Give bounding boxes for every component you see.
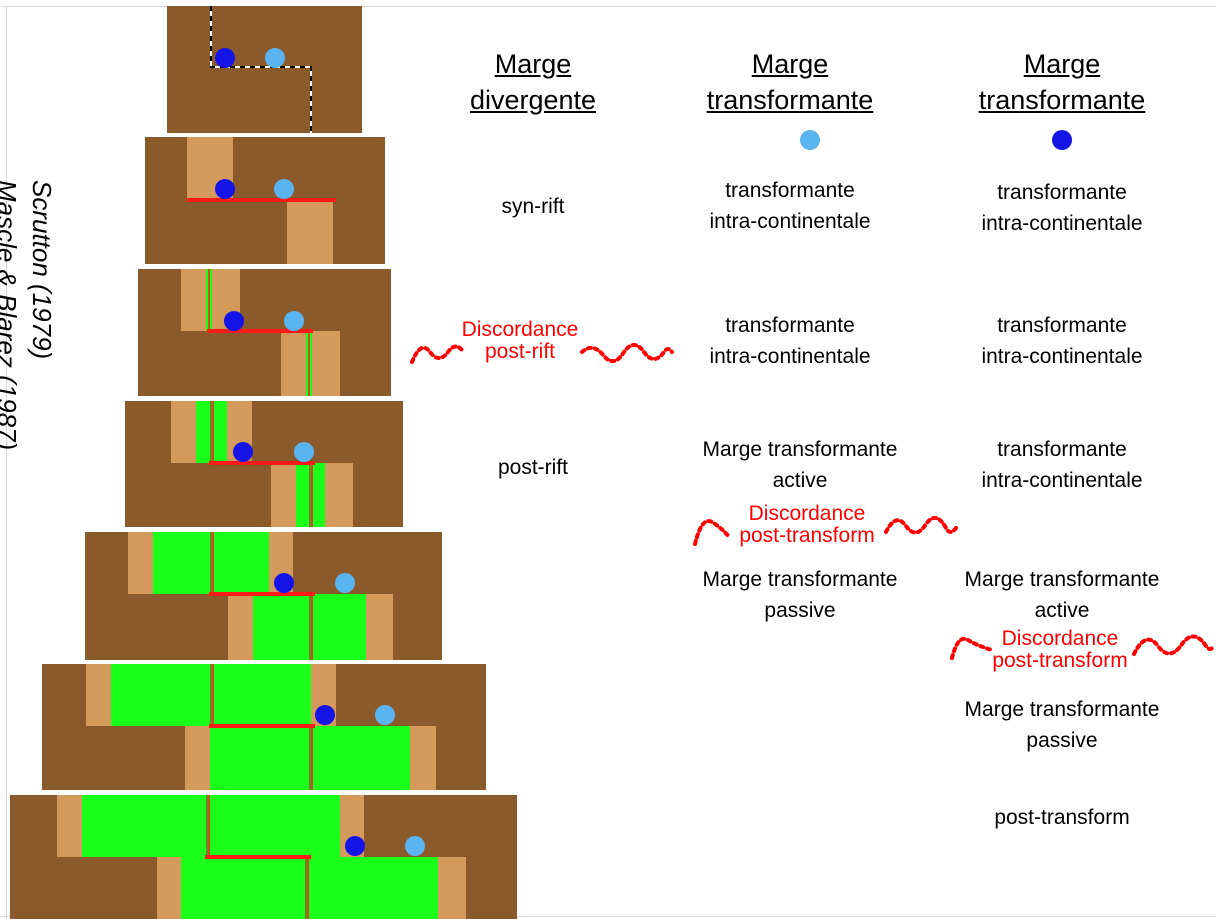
discordance-post-transform-wave-1 — [693, 516, 958, 546]
col2-stage4-line1: Marge transformante — [702, 568, 898, 591]
col3-stage4-line2: active — [1034, 599, 1090, 622]
col3-stage1-line1: transformante — [997, 181, 1127, 204]
discordance-post-rift-line2: post-rift — [484, 340, 555, 363]
col3-discordance-line2: post-transform — [992, 649, 1128, 672]
col3-discordance-post-transform: Discordance post-transform — [970, 628, 1150, 672]
col3-discordance-line1: Discordance — [1001, 627, 1119, 650]
col3-stage3-label: transformante intra-continentale — [952, 434, 1172, 496]
col2-stage4-line2: passive — [764, 599, 836, 622]
dark-blue-dot-stage-7 — [345, 836, 365, 856]
stage-2-block — [145, 137, 385, 264]
col2-stage2-line1: transformante — [725, 314, 855, 337]
col3-stage6-label: post-transform — [994, 806, 1130, 829]
light-blue-dot-stage-5 — [335, 573, 355, 593]
col3-stage2-line2: intra-continentale — [981, 345, 1143, 368]
header-light-blue-dot — [800, 130, 820, 150]
header-col2-line1: Marge — [751, 49, 829, 79]
light-blue-dot-stage-3 — [284, 311, 304, 331]
col3-stage5-label: Marge transformante passive — [942, 694, 1182, 756]
stage-5-block — [85, 532, 442, 660]
discordance-post-rift-line1: Discordance — [461, 318, 579, 341]
label-discordance-post-rift: Discordance post-rift — [440, 319, 600, 363]
light-blue-dot-stage-2 — [274, 179, 294, 199]
col3-stage1-label: transformante intra-continentale — [952, 177, 1172, 239]
stage-4-block — [125, 401, 403, 527]
col3-stage2-label: transformante intra-continentale — [952, 310, 1172, 372]
light-blue-dot-stage-1 — [265, 48, 285, 68]
light-blue-dot-stage-7 — [405, 836, 425, 856]
col2-stage1-label: transformante intra-continentale — [680, 175, 900, 237]
header-marge-transformante-dark: Marge transformante — [952, 46, 1172, 118]
frame-top-line — [0, 6, 1216, 7]
col3-stage2-line1: transformante — [997, 314, 1127, 337]
dark-blue-dot-stage-4 — [233, 442, 253, 462]
col2-stage1-line2: intra-continentale — [709, 210, 871, 233]
label-post-rift: post-rift — [497, 456, 568, 479]
light-blue-dot-stage-4 — [294, 442, 314, 462]
header-col3-line1: Marge — [1023, 49, 1101, 79]
col2-discordance-post-transform: Discordance post-transform — [712, 503, 902, 547]
author-citation-mascle-blarez: Mascle & Blarez (1987) — [0, 180, 22, 451]
dark-blue-dot-stage-6 — [315, 705, 335, 725]
header-col2-line2: transformante — [706, 85, 874, 115]
dark-blue-dot-stage-3 — [224, 311, 244, 331]
col2-stage3-label: Marge transformante active — [680, 434, 920, 496]
col2-stage3-line1: Marge transformante — [702, 438, 898, 461]
discordance-post-transform-wave-2 — [950, 634, 1216, 660]
dark-blue-dot-stage-2 — [215, 179, 235, 199]
col3-stage3-line2: intra-continentale — [981, 469, 1143, 492]
header-marge-divergente: Marge divergente — [433, 46, 633, 118]
dark-blue-dot-stage-5 — [274, 573, 294, 593]
stage-1-block — [167, 6, 362, 133]
col3-stage4-label: Marge transformante active — [942, 564, 1182, 626]
author-citation-scrutton: Scrutton (1979) — [27, 180, 57, 360]
header-dark-blue-dot — [1052, 130, 1072, 150]
col3-stage5-line2: passive — [1026, 729, 1098, 752]
col3-stage4-line1: Marge transformante — [964, 568, 1160, 591]
header-col1-line1: Marge — [494, 49, 572, 79]
frame-left-line — [6, 6, 7, 919]
label-syn-rift: syn-rift — [501, 195, 565, 218]
col2-discordance-line1: Discordance — [748, 502, 866, 525]
col2-stage3-line2: active — [772, 469, 828, 492]
discordance-post-rift-wave — [410, 343, 674, 364]
frame-bottom-line — [0, 916, 1216, 917]
col2-stage4-label: Marge transformante passive — [680, 564, 920, 626]
col2-stage2-label: transformante intra-continentale — [680, 310, 900, 372]
header-col1-line2: divergente — [469, 85, 597, 115]
header-col3-line2: transformante — [978, 85, 1146, 115]
header-marge-transformante-light: Marge transformante — [680, 46, 900, 118]
stage-3-block — [138, 269, 391, 396]
col2-stage1-line1: transformante — [725, 179, 855, 202]
col3-stage5-line1: Marge transformante — [964, 698, 1160, 721]
col2-stage2-line2: intra-continentale — [709, 345, 871, 368]
col3-stage3-line1: transformante — [997, 438, 1127, 461]
dark-blue-dot-stage-1 — [215, 48, 235, 68]
light-blue-dot-stage-6 — [375, 705, 395, 725]
col3-stage1-line2: intra-continentale — [981, 212, 1143, 235]
col2-discordance-line2: post-transform — [739, 524, 875, 547]
stage-7-block — [10, 795, 517, 919]
stage-6-block — [42, 664, 486, 790]
